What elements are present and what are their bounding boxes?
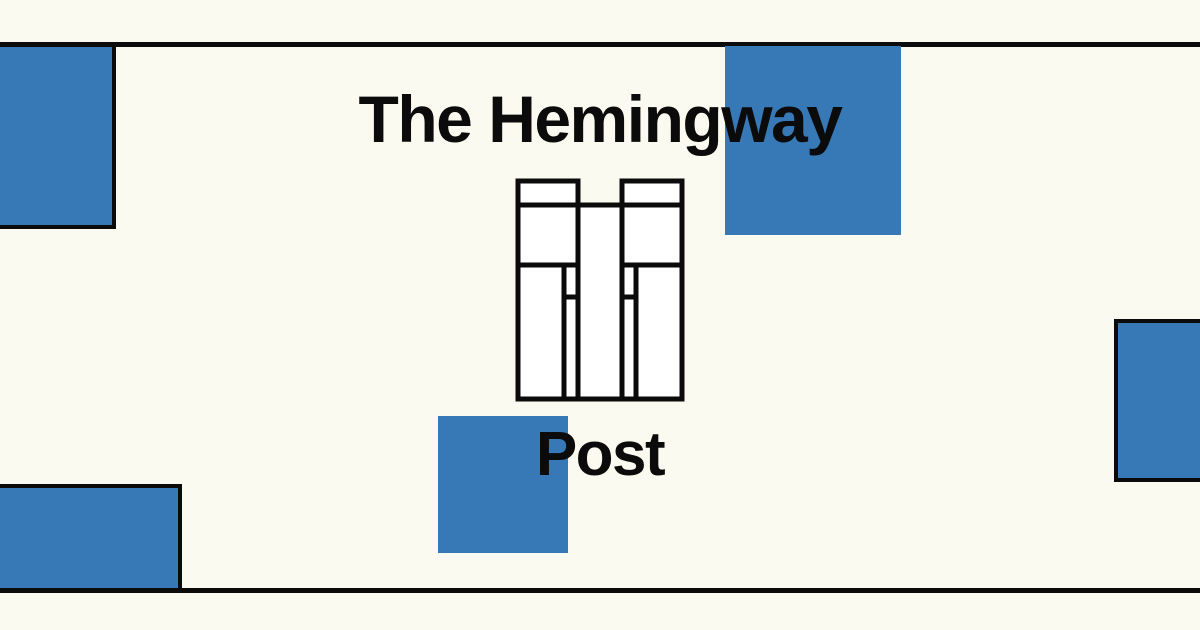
masthead-title-line-1-knockout-text: The Hemingway xyxy=(548,0,652,16)
decor-block-behind-post xyxy=(438,416,568,553)
decor-block-top-left xyxy=(0,42,116,229)
divider-top xyxy=(0,42,1200,47)
decor-block-right xyxy=(1114,319,1200,482)
decor-block-bottom-left xyxy=(0,484,182,592)
masthead-title-line-2: Post xyxy=(0,424,1200,486)
bridge-tower-icon-glyph xyxy=(515,178,685,402)
masthead-title-line-2-knockout-text: Post xyxy=(585,0,615,16)
decor-block-top-right xyxy=(725,46,901,235)
masthead-title-line-1: The Hemingway xyxy=(0,86,1200,152)
divider-bottom xyxy=(0,588,1200,593)
masthead-title-line-1-knockout: The Hemingway xyxy=(0,0,1200,16)
masthead-title-line-2-knockout: Post xyxy=(0,0,1200,16)
bridge-tower-icon xyxy=(508,176,692,404)
